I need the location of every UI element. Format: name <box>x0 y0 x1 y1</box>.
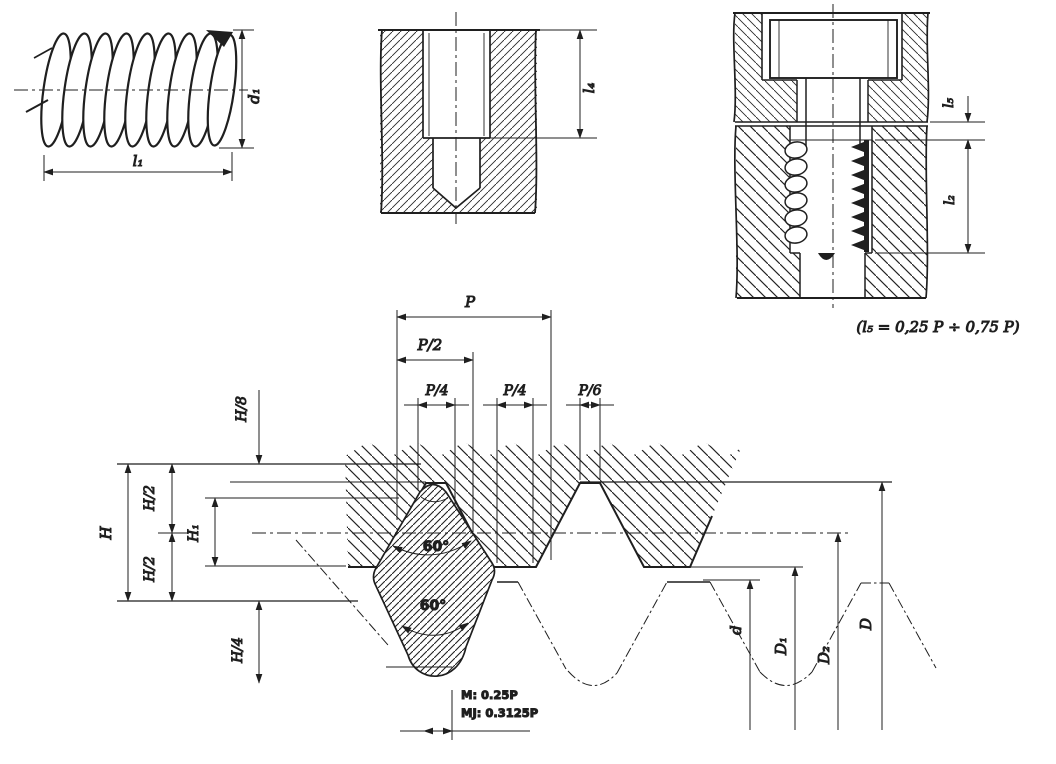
label-D2: D₂ <box>815 646 833 665</box>
label-l1: l₁ <box>133 152 144 170</box>
dimension-d1 <box>219 29 254 149</box>
figure-thread-profile: P P/2 P/4 P/4 P/6 H/8 H H/2 H/2 H₁ H/4 d… <box>97 293 937 740</box>
angle-callouts <box>392 540 472 636</box>
note-mj: MJ: 0.3125P <box>461 706 538 720</box>
crest-radius-arc <box>420 496 449 503</box>
insert-wire-end <box>33 47 53 59</box>
label-p4-mid: P/4 <box>502 383 526 399</box>
label-l2: l₂ <box>942 195 958 205</box>
label-h4: H/4 <box>230 637 246 664</box>
label-p6: P/6 <box>577 383 601 399</box>
base-block-hatch <box>736 126 927 298</box>
plate-left-break-edge <box>732 12 737 123</box>
label-h2-lower: H/2 <box>142 556 158 583</box>
block-left-break-edge <box>733 125 739 299</box>
plate-right-break-edge <box>926 12 930 123</box>
label-d: d <box>727 625 745 635</box>
bore-thread-lines <box>428 33 485 136</box>
label-h2-upper: H/2 <box>142 485 158 512</box>
height-dimensions <box>124 390 263 684</box>
label-l4: l₄ <box>580 83 598 94</box>
label-D: D <box>857 618 875 631</box>
bolt-thread-profile-black <box>851 140 869 252</box>
bolt-tip <box>818 253 835 260</box>
dimension-l2 <box>875 139 985 254</box>
dimension-l1 <box>43 152 233 181</box>
label-h8: H/8 <box>234 396 250 423</box>
insert-tang <box>25 99 49 113</box>
figure-tapped-hole-section: l₄ <box>378 12 599 224</box>
figure-insert-side-view: d₁ l₁ <box>14 29 264 181</box>
note-m: M: 0.25P <box>461 688 518 702</box>
block-left-break-edge <box>379 29 384 214</box>
block-right-break-edge <box>925 125 929 299</box>
label-h: H <box>97 526 115 541</box>
root-truncation-dimension <box>400 690 530 740</box>
diameter-dimensions <box>746 481 886 730</box>
label-l5: l₅ <box>941 98 957 108</box>
pilot-hole <box>790 252 872 298</box>
pitch-dimensions <box>396 310 614 563</box>
label-p2: P/2 <box>417 336 443 354</box>
counterbore <box>761 13 903 81</box>
label-p: P <box>464 293 476 311</box>
assembly-note: (l₅ = 0,25 P ÷ 0,75 P) <box>856 318 1019 336</box>
label-h1: H₁ <box>186 524 202 543</box>
label-d1: d₁ <box>245 88 263 104</box>
hole-section-hatch <box>380 30 537 213</box>
dimension-l4 <box>490 29 597 139</box>
label-60-bottom: 60° <box>420 598 446 614</box>
clamped-plate-hatch <box>735 13 928 122</box>
bolt-thread-phantom <box>295 539 937 686</box>
reference-lines <box>117 463 892 602</box>
label-60-top: 60° <box>423 539 449 555</box>
label-p4-left: P/4 <box>424 383 448 399</box>
insert-wire-cut-end <box>206 30 233 47</box>
figure-assembly-section: l₅ l₂ (l₅ = 0,25 P ÷ 0,75 P) <box>732 4 1020 337</box>
block-right-break-edge <box>534 29 538 214</box>
label-D1: D₁ <box>772 637 790 656</box>
insert-coil-sections <box>784 141 808 244</box>
